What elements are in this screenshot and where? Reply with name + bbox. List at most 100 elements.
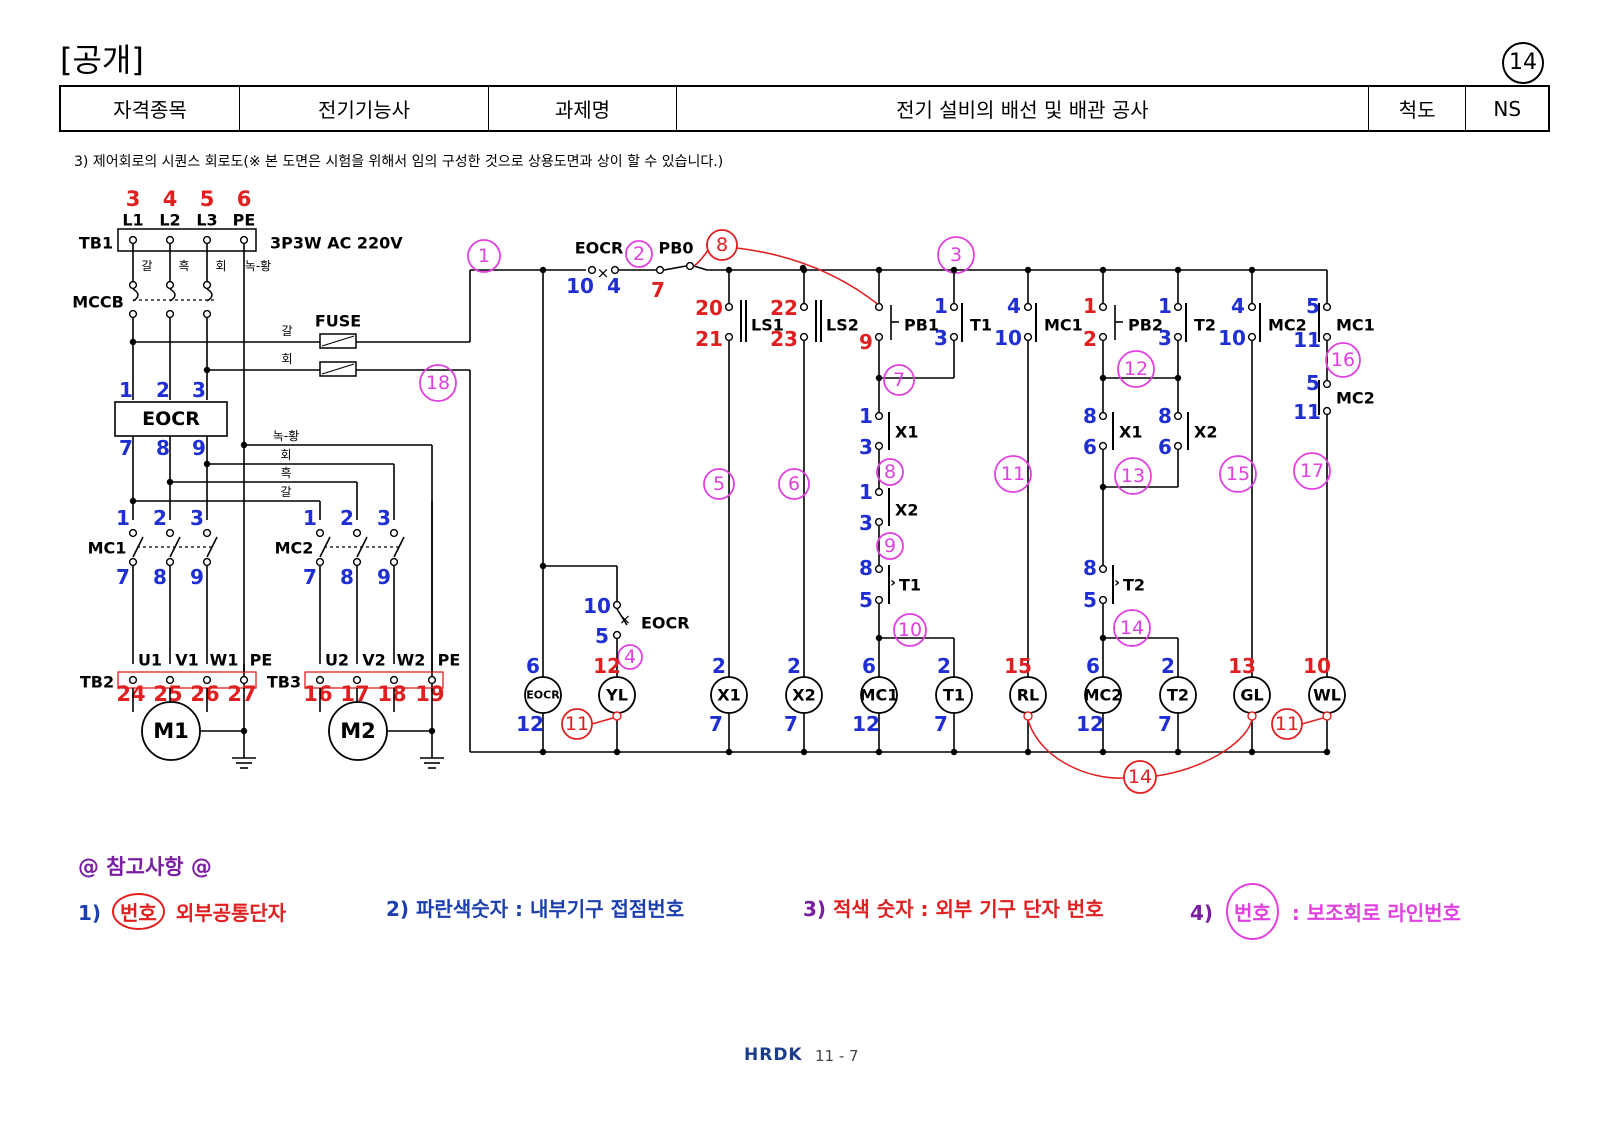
terminal [239, 235, 249, 245]
legend-item-3-text: 적색 숫자 : 외부 기구 단자 번호 [833, 897, 1104, 921]
junction-dot [613, 748, 621, 756]
tb1-label: TB1 [79, 234, 113, 253]
ls-label: LS1 [751, 316, 784, 335]
terminal [352, 675, 362, 685]
tb2-label: TB2 [80, 673, 114, 692]
terminal [165, 280, 175, 290]
page-number-badge: 14 [1502, 42, 1544, 84]
line-number: 15 [1226, 463, 1250, 485]
terminal [128, 528, 138, 538]
terminal [165, 528, 175, 538]
line-number: 18 [426, 372, 450, 394]
mc1-a-label: MC1 [1044, 316, 1083, 335]
contact-number: 1 [116, 506, 130, 530]
terminal [1247, 711, 1257, 721]
tb3-terminal-number: 18 [377, 682, 406, 706]
contact-number: 8 [859, 556, 873, 580]
eocr-power-label: EOCR [142, 408, 200, 430]
load-top-terminal: 6 [862, 654, 876, 678]
contact-number: 2 [340, 506, 354, 530]
eocr-power-block [114, 401, 228, 437]
line-number: 4 [624, 646, 636, 668]
line-number-circle [617, 644, 643, 670]
wire-color-label: 흑 [280, 466, 291, 480]
contact-number: 1 [934, 294, 948, 318]
legend-item-1-prefix: 1) [78, 901, 102, 925]
load-bottom-terminal: 7 [784, 712, 798, 736]
contact-number: 5 [859, 588, 873, 612]
contact-number: 4 [607, 274, 621, 298]
common-terminal-number: 11 [565, 713, 589, 735]
pb0-label: PB0 [658, 239, 693, 258]
line-number-circle [937, 236, 975, 274]
terminal [874, 564, 884, 574]
cell-task-value: 전기 설비의 배선 및 배관 공사 [675, 85, 1369, 132]
terminal [610, 265, 620, 275]
x1b-contact-label: X1 [1119, 423, 1142, 442]
terminal-number: 20 [695, 296, 723, 320]
terminal-number: 23 [770, 327, 798, 351]
contact-number: 3 [859, 511, 873, 535]
line-number-circle [703, 468, 735, 500]
wire-color-label: 회 [281, 352, 292, 366]
line-number: 12 [1124, 358, 1148, 380]
terminal [1322, 302, 1332, 312]
terminal [165, 235, 175, 245]
terminal [799, 332, 809, 342]
terminal [612, 600, 622, 610]
common-terminal-number: 14 [1128, 766, 1152, 788]
contact-number: 5 [1083, 588, 1097, 612]
fuse-label: FUSE [315, 312, 361, 331]
tb3-terminal-label: W2 [397, 651, 426, 670]
terminal [874, 411, 884, 421]
line-number-circle [467, 239, 501, 273]
line-number: 14 [1120, 617, 1144, 639]
terminal [799, 302, 809, 312]
junction-dot [1099, 748, 1107, 756]
wire-color-label: 녹-황 [273, 429, 299, 443]
wire-color-label: 녹-황 [245, 259, 271, 273]
mccb-breaker [206, 288, 213, 302]
mc2-a-label: MC2 [1268, 316, 1307, 335]
tb2-terminal-label: V1 [175, 651, 199, 670]
contact-number: 1 [1158, 294, 1172, 318]
wire-color-label: 회 [280, 448, 291, 462]
terminal [239, 675, 249, 685]
contact-number: 9 [377, 565, 391, 589]
common-terminal-number: 8 [716, 234, 728, 256]
junction-dot [1174, 748, 1182, 756]
mc-block-label: MC1 [88, 539, 127, 558]
contact-number: 11 [1293, 400, 1321, 424]
mc-block-label: MC2 [275, 539, 314, 558]
junction-dot [800, 748, 808, 756]
tb3-label: TB3 [267, 673, 301, 692]
tb2-terminal-number: 24 [116, 682, 145, 706]
terminal [612, 711, 622, 721]
terminal [427, 675, 437, 685]
contact-number: 2 [153, 506, 167, 530]
load-label: MC1 [860, 686, 899, 705]
line-number: 7 [893, 369, 905, 391]
terminal [352, 557, 362, 567]
pb0-contact [663, 265, 687, 271]
top-bus [693, 265, 708, 271]
contact-number: 1 [859, 480, 873, 504]
tb2-terminal-label: PE [250, 651, 273, 670]
tb1-terminal-number: 3 [126, 187, 141, 211]
line-number: 5 [713, 473, 725, 495]
line-number-circle [883, 364, 915, 396]
title-block-table: 자격종목 전기기능사 과제명 전기 설비의 배선 및 배관 공사 척도 NS [59, 85, 1550, 132]
load-bottom-terminal: 12 [852, 712, 880, 736]
line-number-circle [1117, 350, 1155, 388]
external-jumper [591, 717, 614, 725]
terminal [1322, 711, 1332, 721]
pb1-label: PB1 [904, 316, 939, 335]
external-jumper [1027, 719, 1253, 779]
wire-color-label: 회 [215, 259, 226, 273]
junction-dot [950, 748, 958, 756]
wire-color-label: 흑 [178, 259, 189, 273]
terminal [128, 675, 138, 685]
terminal-number: 7 [651, 278, 665, 302]
load-top-terminal: 6 [1086, 654, 1100, 678]
line-number: 13 [1121, 465, 1145, 487]
